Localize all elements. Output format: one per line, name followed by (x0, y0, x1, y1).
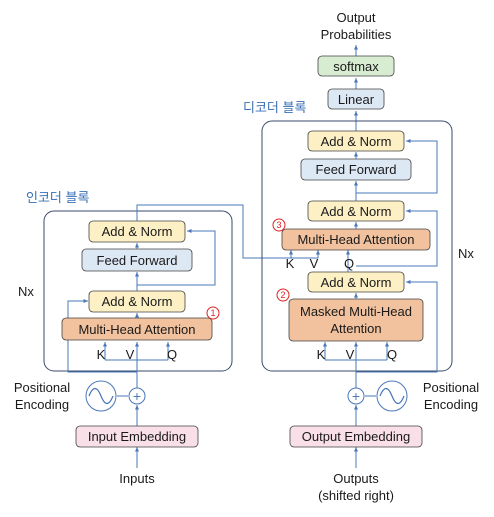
inputs-label: Inputs (119, 471, 155, 486)
encoder-mha-label: Multi-Head Attention (78, 322, 195, 337)
encoder-residual-2 (137, 229, 216, 286)
outputs-label-line2: (shifted right) (318, 488, 394, 503)
encoder-positional-line2: Encoding (15, 397, 69, 412)
decoder-mha-label: Multi-Head Attention (297, 232, 414, 247)
linear-label: Linear (338, 92, 375, 107)
encoder-add-norm-2-label: Add & Norm (102, 224, 173, 239)
softmax-block (317, 55, 395, 77)
enc-v-label: V (126, 347, 135, 362)
badge-one-label: 1 (210, 308, 215, 318)
decoder-add-norm-2-label: Add & Norm (321, 204, 392, 219)
decoder-frame (261, 120, 453, 372)
decoder-add-norm-3-label: Add & Norm (321, 134, 392, 149)
decoder-masked-line2: Attention (330, 321, 381, 336)
badge-two (276, 288, 290, 302)
decoder-add-norm-3 (307, 130, 405, 152)
decoder-nx-label: Nx (458, 246, 474, 261)
cross-q-label: Q (344, 256, 354, 271)
badge-two-label: 2 (280, 290, 285, 300)
encoder-ff-label: Feed Forward (97, 253, 178, 268)
decoder-plus-circle (347, 387, 365, 405)
output-probabilities-line1: Output (336, 10, 375, 25)
badge-three (272, 218, 286, 232)
decoder-add-norm-1 (307, 271, 405, 293)
cross-v-label: V (310, 256, 319, 271)
softmax-label: softmax (333, 59, 379, 74)
linear-block (327, 88, 385, 110)
dec-v-label: V (346, 347, 355, 362)
enc-q-label: Q (167, 347, 177, 362)
decoder-residual-3 (356, 139, 438, 194)
decoder-masked-line1: Masked Multi-Head (300, 304, 412, 319)
encoder-plus-sign: + (133, 388, 141, 404)
dec-k-label: K (317, 347, 326, 362)
encoder-nx-label: Nx (18, 284, 34, 299)
decoder-plus-sign: + (352, 388, 360, 404)
badge-one (206, 306, 220, 320)
decoder-residual-1 (356, 280, 438, 373)
encoder-add-norm-1-label: Add & Norm (102, 294, 173, 309)
output-embedding-block (289, 425, 423, 448)
decoder-sine-wave-icon (379, 387, 405, 405)
cross-k-label: K (286, 256, 295, 271)
decoder-add-norm-1-label: Add & Norm (321, 275, 392, 290)
encoder-sine-wave-icon (88, 387, 114, 405)
encoder-frame (43, 210, 233, 372)
input-embedding-label: Input Embedding (88, 429, 186, 444)
decoder-positional-line2: Encoding (424, 397, 478, 412)
outputs-label-line1: Outputs (333, 471, 379, 486)
output-probabilities-line2: Probabilities (321, 27, 392, 42)
decoder-positional-line1: Positional (423, 380, 479, 395)
dec-q-label: Q (387, 347, 397, 362)
decoder-residual-2 (356, 209, 438, 267)
decoder-ff-label: Feed Forward (316, 162, 397, 177)
arrow-enc-to-dec-v (243, 250, 320, 259)
output-embedding-label: Output Embedding (302, 429, 410, 444)
encoder-plus-circle (128, 387, 146, 405)
encoder-positional-line1: Positional (14, 380, 70, 395)
decoder-block-label: 디코더 블록 (243, 100, 306, 115)
enc-k-label: K (97, 347, 106, 362)
input-embedding-block (75, 425, 199, 448)
badge-three-label: 3 (276, 220, 281, 230)
encoder-block-label: 인코더 블록 (26, 190, 89, 205)
